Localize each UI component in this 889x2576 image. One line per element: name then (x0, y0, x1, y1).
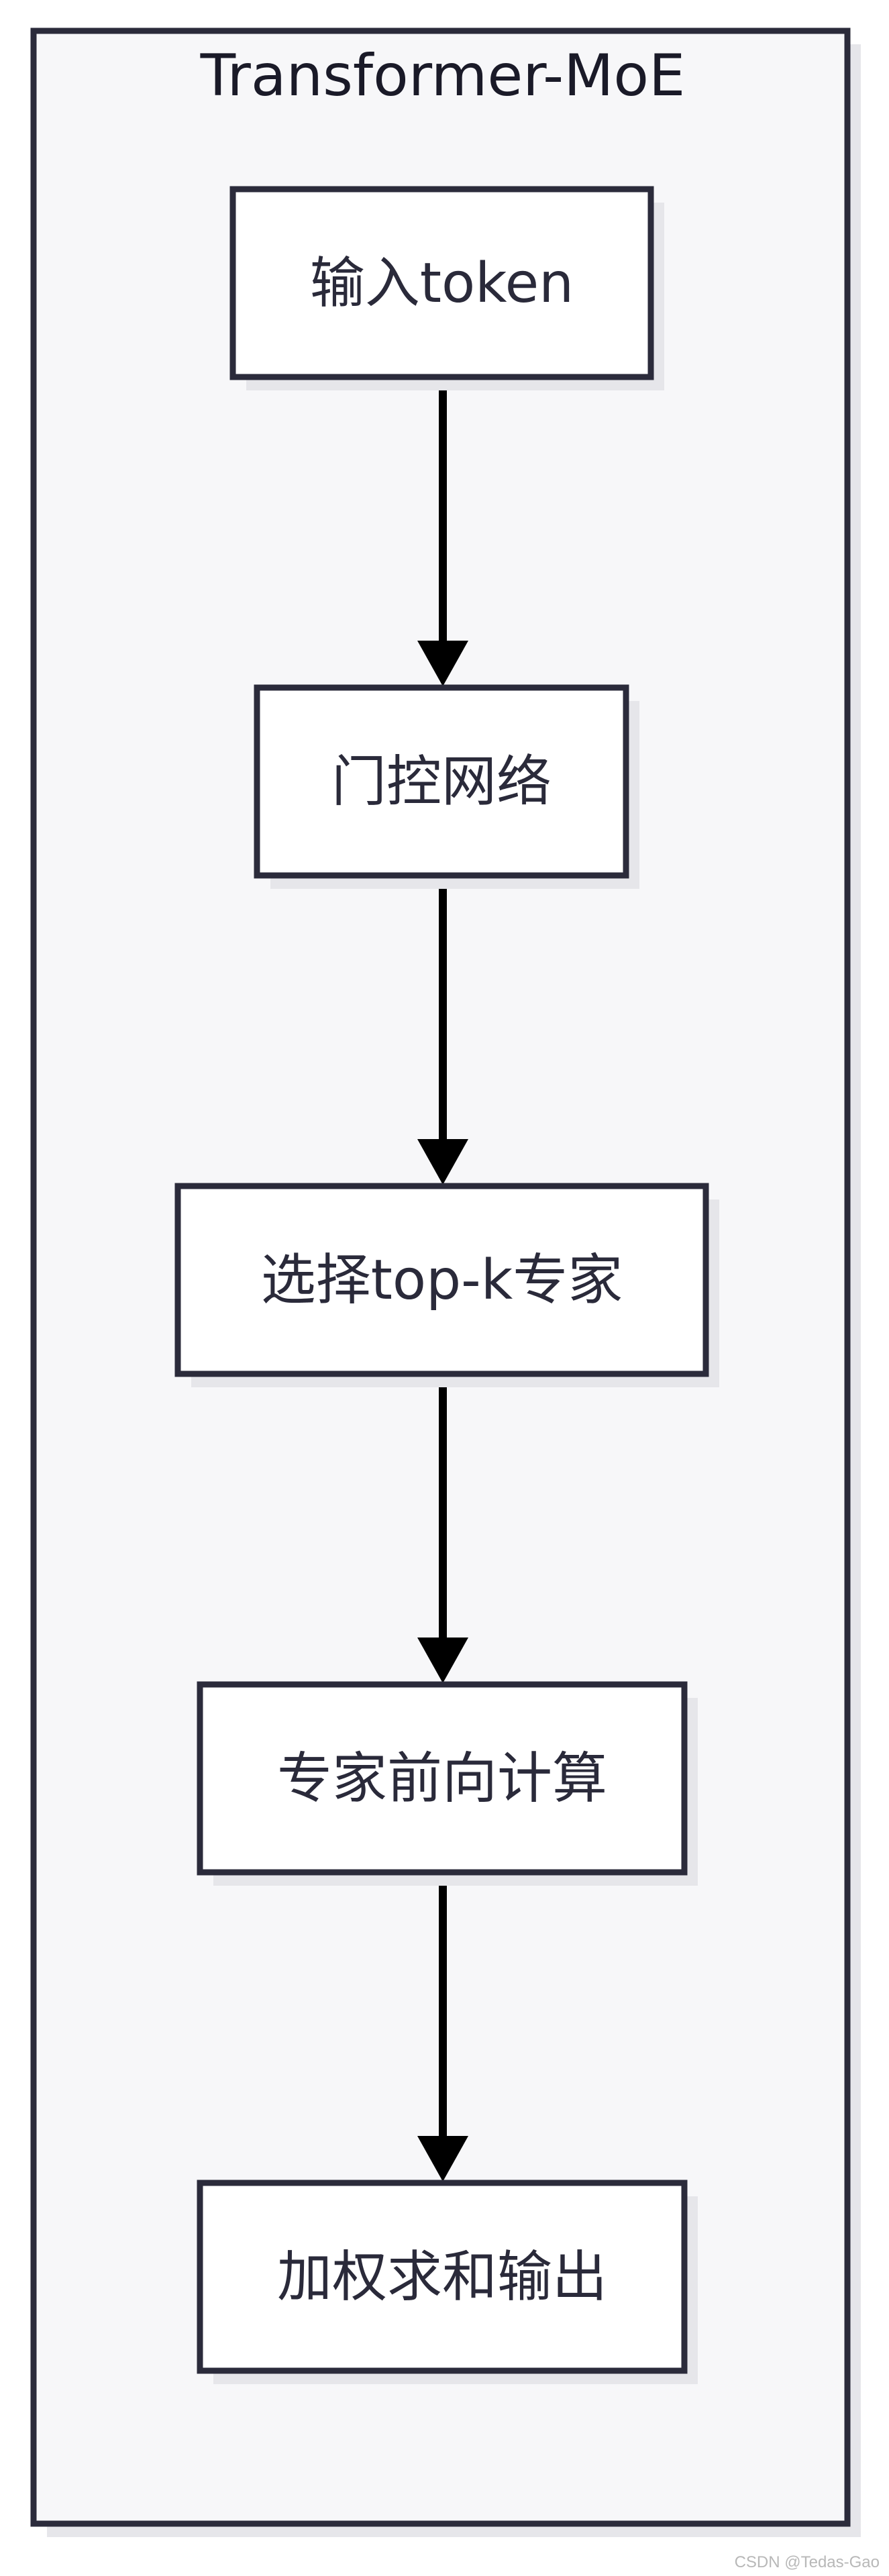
node-label: 专家前向计算 (277, 1747, 607, 1811)
node-box (197, 2180, 688, 2374)
flow-node-output: 加权求和输出 (197, 2180, 698, 2384)
node-label: 门控网络 (331, 750, 552, 814)
node-label: 加权求和输出 (277, 2245, 607, 2309)
node-label: 选择top-k专家 (261, 1248, 623, 1312)
arrowhead-icon (417, 641, 468, 686)
edges-layer (417, 377, 468, 2182)
arrowhead-icon (417, 1638, 468, 1683)
flow-node-topk: 选择top-k专家 (174, 1183, 719, 1387)
diagram-title: Transformer-MoE (200, 42, 686, 109)
node-box (229, 186, 654, 380)
node-box (254, 684, 629, 879)
arrowhead-icon (417, 1139, 468, 1185)
flow-node-input: 输入token (229, 186, 664, 390)
watermark-text: CSDN @Tedas-Gao (734, 2553, 880, 2571)
arrowhead-icon (417, 2136, 468, 2182)
node-label: 输入token (310, 252, 574, 315)
flow-node-experts: 专家前向计算 (197, 1681, 698, 1886)
node-box (174, 1183, 709, 1377)
node-box (197, 1681, 688, 1876)
flow-node-gate: 门控网络 (254, 684, 639, 889)
